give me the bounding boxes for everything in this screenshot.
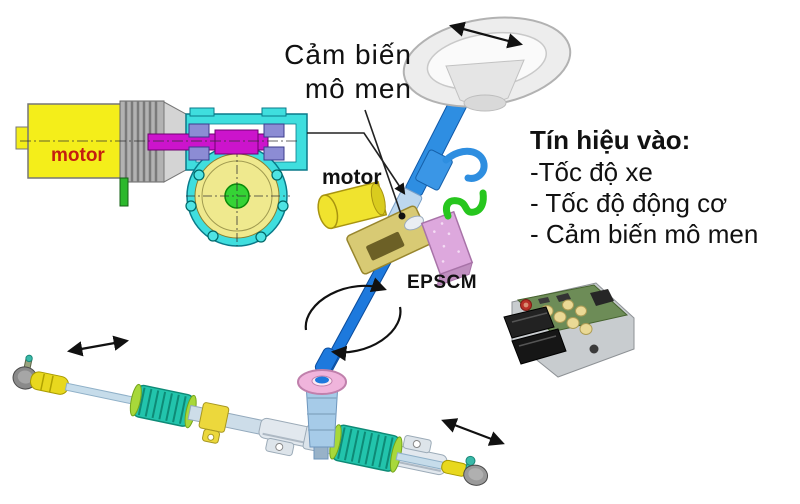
motor-callout-line: [307, 132, 406, 195]
epscm-box: [420, 210, 474, 287]
inset-worm-shaft: [147, 123, 285, 161]
epscm-circuit-board: [503, 282, 635, 378]
inset-bolts: [185, 169, 289, 243]
mount-clamp: [198, 402, 230, 444]
leader-lines: [307, 109, 406, 220]
bellows-right: [329, 424, 403, 473]
wheel-rotation-arrow: [449, 21, 523, 49]
rack-travel-arrow-right: [441, 418, 505, 446]
torque-sensor-callout-line: [364, 109, 402, 215]
board-connectors: [503, 306, 567, 365]
motor-gearbox-inset: [15, 100, 308, 247]
input-signals-heading: Tín hiệu vào:: [530, 125, 691, 155]
rack-travel-arrow-left: [66, 335, 130, 357]
motor-inset-label: motor: [51, 145, 105, 166]
input-signals-block: Tín hiệu vào: -Tốc độ xe - Tốc độ động c…: [530, 124, 758, 250]
arrows: [66, 21, 523, 446]
input-signal-torque-sensor: - Cảm biến mô men: [530, 219, 759, 249]
pinion-grommet: [297, 369, 347, 395]
sensor-collar: [404, 215, 424, 231]
intermediate-shaft: [314, 248, 396, 377]
sensor-wire: [442, 189, 487, 220]
input-signal-engine-speed: - Tốc độ động cơ: [530, 188, 728, 218]
steering-rack-assembly: [12, 354, 489, 486]
inset-worm-gear: [185, 145, 290, 247]
tie-rod-end-right: [441, 455, 489, 486]
column-lever: [442, 147, 488, 182]
torque-sensor-label-line1: Cảm biến: [284, 39, 412, 70]
torque-sensor-label-line2: mô men: [304, 73, 412, 104]
input-signal-vehicle-speed: -Tốc độ xe: [530, 157, 653, 187]
shaft-rotation-arc-bottom: [330, 306, 402, 362]
inset-terminal: [119, 177, 129, 207]
assist-motor: [317, 180, 388, 230]
inset-motor-shaft-nub: [15, 126, 30, 150]
bellows-left: [129, 383, 197, 429]
torque-sensor-label: Cảm biến mô men: [284, 38, 412, 106]
tie-rod-end-left: [12, 354, 69, 395]
steering-wheel: [402, 16, 572, 112]
tie-rod-left: [64, 382, 140, 406]
motor-column-label: motor: [322, 166, 382, 189]
epscm-label: EPSCM: [407, 272, 478, 293]
torque-sensor-callout-dot: [398, 212, 406, 220]
shaft-rotation-arc-top: [304, 277, 387, 331]
